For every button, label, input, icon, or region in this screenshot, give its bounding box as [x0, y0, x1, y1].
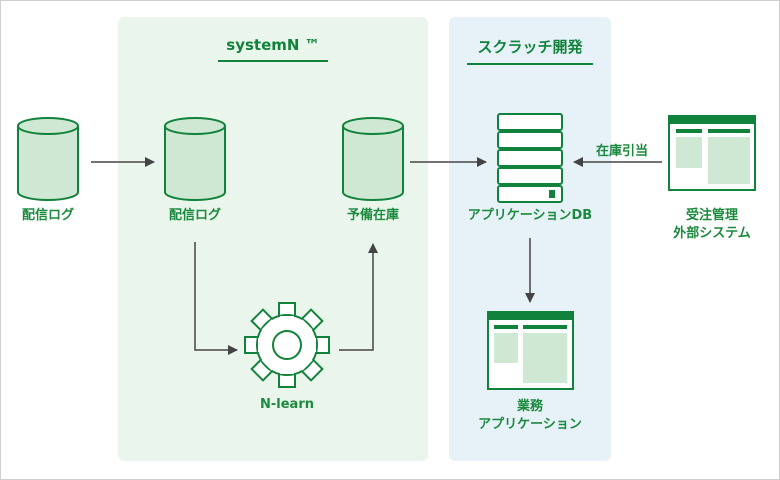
label-nlearn: N-learn: [260, 397, 314, 412]
database-icon-log-left: [17, 117, 79, 201]
systemn-panel: [118, 17, 428, 461]
database-icon-log-inner: [164, 117, 226, 201]
arrow-nlearn-to-stock: [339, 243, 378, 351]
systemn-title-underline: [218, 60, 328, 62]
scratch-title-text: スクラッチ開発: [477, 38, 583, 56]
label-business-app-line1: 業務: [516, 399, 543, 414]
label-order-system-line1: 受注管理: [685, 208, 738, 223]
gear-icon-nlearn: [244, 302, 330, 388]
label-business-app: 業務 アプリケーション: [455, 398, 605, 434]
systemn-title-text: systemN ™: [226, 36, 320, 54]
window-icon-business-app: [487, 311, 574, 390]
label-order-system: 受注管理 外部システム: [652, 207, 772, 243]
arrow-log-to-nlearn: [194, 242, 238, 355]
systemn-panel-title: systemN ™: [218, 36, 328, 62]
label-stock: 予備在庫: [346, 208, 399, 223]
scratch-panel-title: スクラッチ開発: [467, 36, 593, 65]
label-business-app-line2: アプリケーション: [478, 417, 582, 432]
database-icon-stock: [342, 117, 404, 201]
scratch-title-underline: [467, 63, 593, 65]
server-icon-app-db: [497, 113, 563, 203]
label-stock-allocation: 在庫引当: [595, 144, 648, 159]
label-log-left: 配信ログ: [21, 208, 74, 223]
label-order-system-line2: 外部システム: [673, 226, 751, 241]
window-icon-order-system: [668, 115, 756, 191]
label-log-inner: 配信ログ: [168, 208, 221, 223]
label-app-db: アプリケーションDB: [467, 208, 593, 223]
